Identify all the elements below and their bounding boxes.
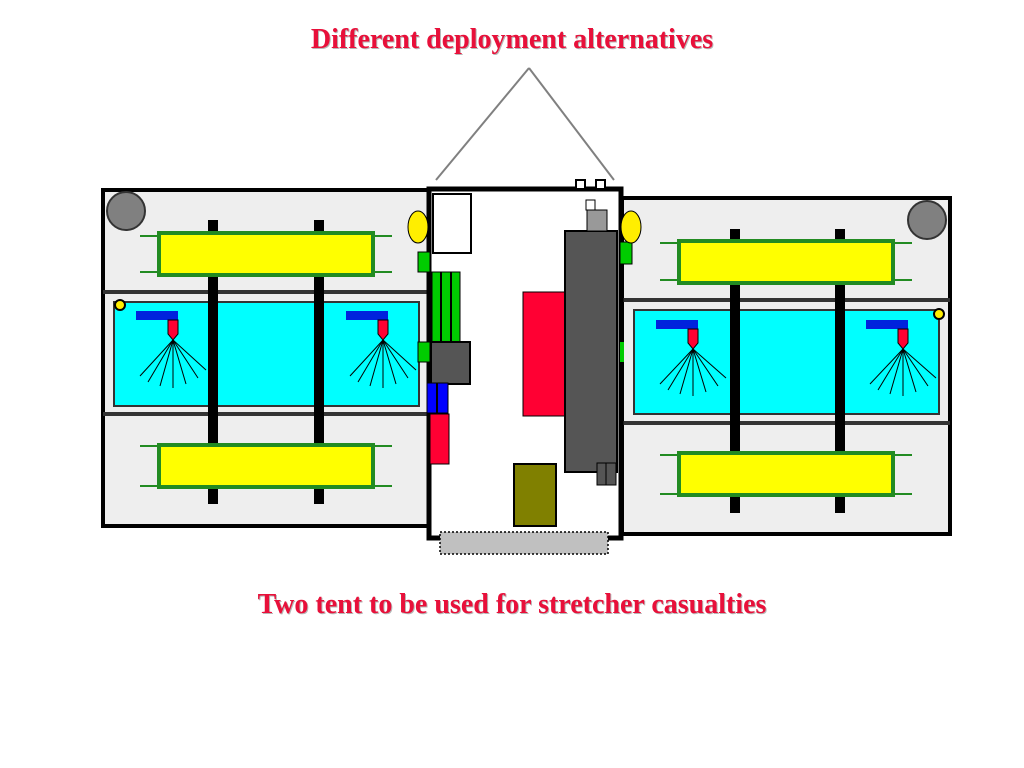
diagram-title: Different deployment alternatives (310, 24, 714, 55)
left-indicator-light (114, 299, 126, 311)
right-indicator-light (933, 308, 945, 320)
left-tent (101, 188, 431, 528)
connector-left-2 (417, 341, 431, 363)
panel-top-box (586, 209, 608, 232)
left-tent-pole (106, 191, 146, 231)
right-tent-pole (907, 200, 947, 240)
central-container (407, 179, 642, 555)
panel-top-tab (585, 199, 596, 211)
right-shower-head-2 (866, 320, 937, 396)
right-shower-head-1 (656, 320, 727, 396)
control-panel (564, 230, 618, 473)
left-shower-head-2 (346, 311, 417, 388)
right-rail-1 (730, 229, 740, 513)
roof-vent-1 (575, 179, 586, 190)
right-lamp (620, 210, 642, 244)
water-heater (522, 291, 567, 417)
container-door (432, 193, 472, 254)
diagram-caption: Two tent to be used for stretcher casual… (257, 589, 767, 620)
right-rail-2 (835, 229, 845, 513)
right-stretcher-bottom (660, 451, 912, 497)
heater-small (429, 413, 450, 465)
pipe-bundle (431, 271, 461, 345)
connector-right-1 (619, 241, 633, 265)
entry-ramp (439, 531, 609, 555)
left-shower-head-1 (136, 311, 207, 388)
roof-vent-2 (595, 179, 606, 190)
connector-left-1 (417, 251, 431, 273)
left-rail-2 (314, 220, 324, 504)
right-tent (620, 196, 952, 536)
left-lamp (407, 210, 429, 244)
water-tank (513, 463, 557, 527)
pump-unit (430, 341, 471, 385)
left-rail-1 (208, 220, 218, 504)
right-stretcher-top (660, 239, 912, 285)
left-stretcher-top (140, 231, 392, 277)
left-stretcher-bottom (140, 443, 392, 489)
connector-right-2 (620, 342, 624, 362)
callout-lines (435, 67, 615, 181)
